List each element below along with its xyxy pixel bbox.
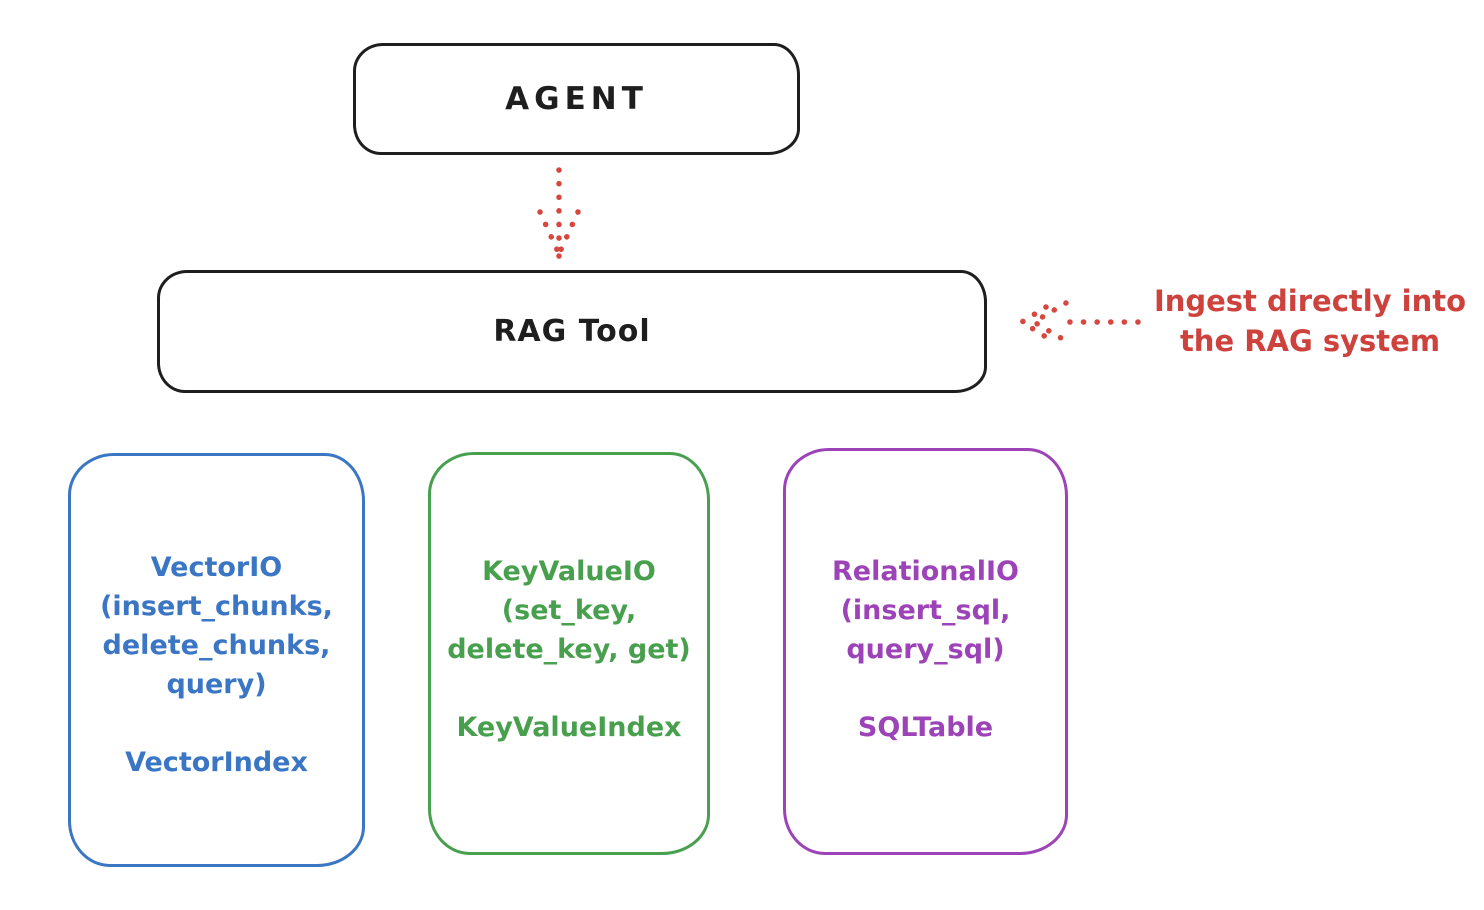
ingest-arrow [1016,300,1141,344]
key-value-io-line: KeyValueIO [482,556,656,587]
relational-io-line: RelationalIO [832,556,1019,587]
ingest-annotation: Ingest directly into the RAG system [1135,281,1484,361]
relational-io-line: query_sql) [846,634,1005,665]
key-value-io-card: KeyValueIO (set_key, delete_key, get) Ke… [428,452,710,855]
vector-io-line: (insert_chunks, [100,591,333,622]
relational-io-card: RelationalIO (insert_sql, query_sql) SQL… [783,448,1068,855]
vector-io-line: VectorIO [150,552,283,583]
agent-label: AGENT [505,81,648,117]
rag-tool-label: RAG Tool [493,314,651,349]
ingest-annotation-line: the RAG system [1179,324,1441,358]
rag-tool-node: RAG Tool [157,270,987,393]
key-value-io-line: delete_key, get) [447,634,691,665]
relational-io-line: (insert_sql, [840,595,1011,626]
agent-node: AGENT [353,43,800,155]
vector-io-card: VectorIO (insert_chunks, delete_chunks, … [68,453,365,867]
sql-table-label: SQLTable [857,712,994,743]
key-value-io-line: (set_key, [501,595,637,626]
vector-io-line: delete_chunks, [102,630,331,661]
vector-index-label: VectorIndex [125,747,308,778]
ingest-annotation-line: Ingest directly into [1153,284,1467,318]
agent-to-ragtool-arrow [537,167,581,259]
vector-io-line: query) [166,669,267,700]
key-value-index-label: KeyValueIndex [456,712,682,743]
